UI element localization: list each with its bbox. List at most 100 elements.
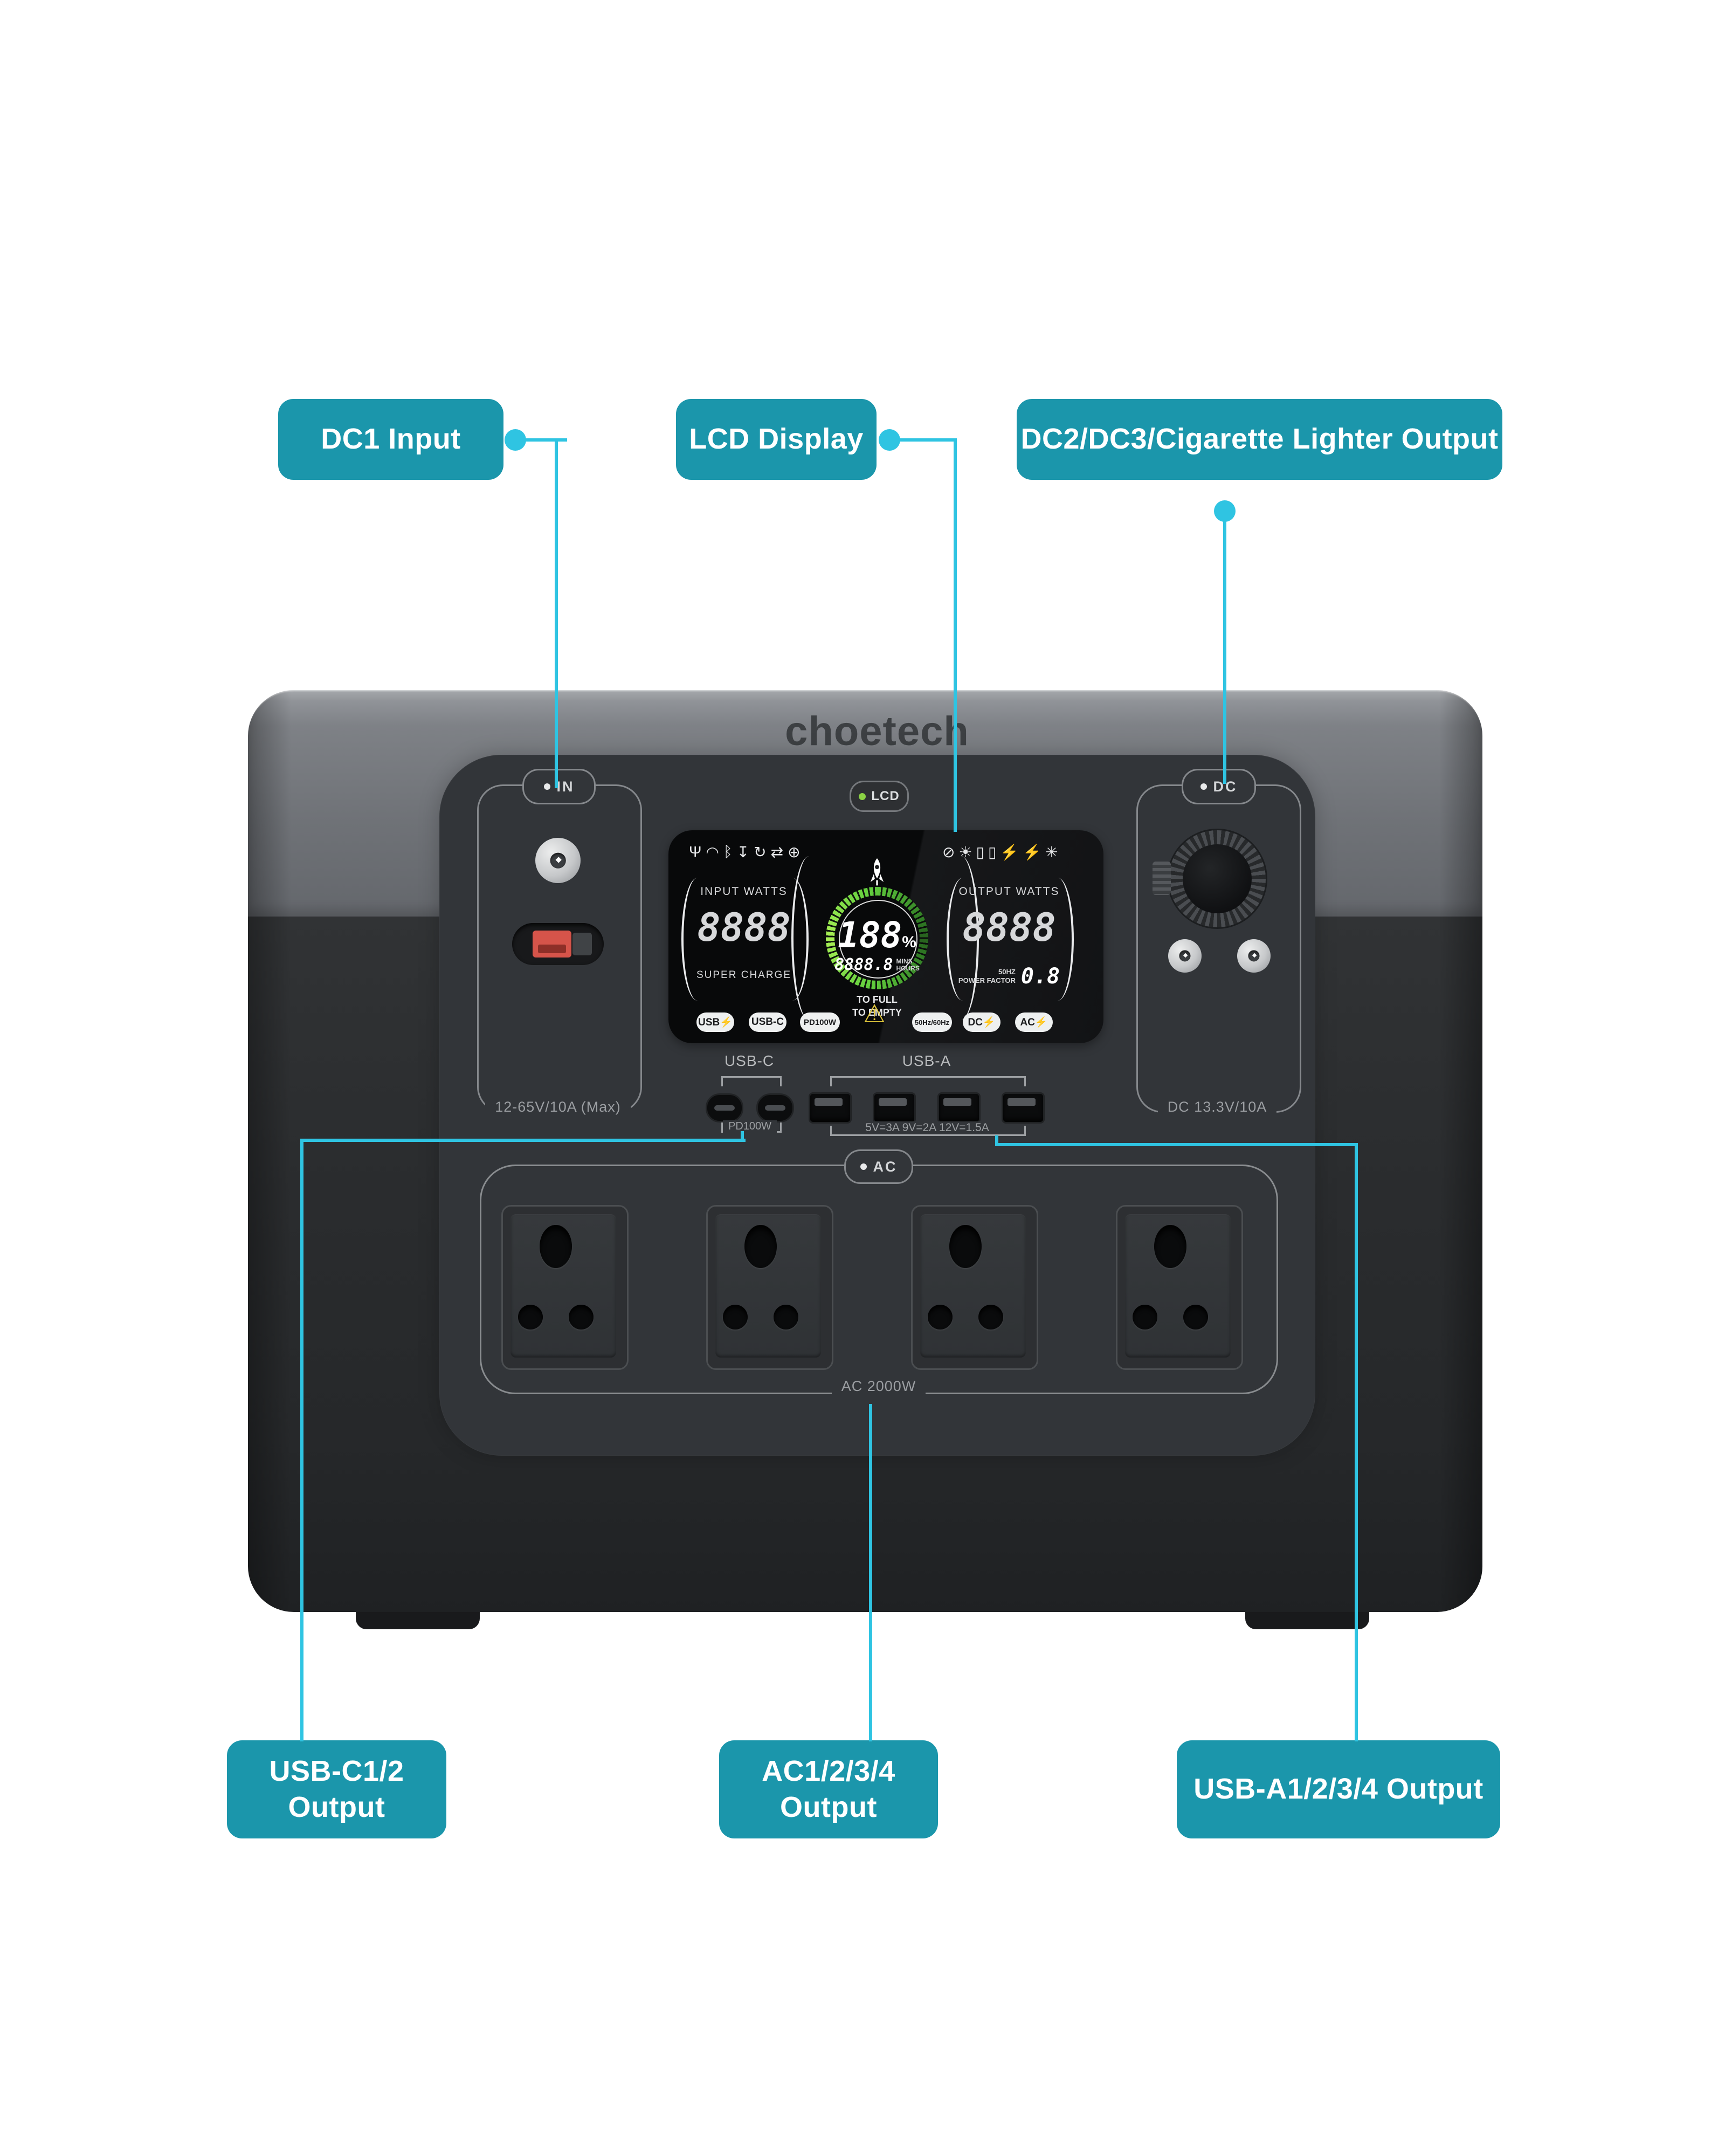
dc3-barrel-port[interactable] <box>1237 939 1271 973</box>
cigarette-lighter-socket[interactable] <box>1169 830 1266 927</box>
callout-ac-output-line1: AC1/2/3/4 <box>762 1754 895 1787</box>
charge1-icon: ⚡ <box>1000 843 1019 860</box>
usb-a-port-2[interactable] <box>873 1092 916 1124</box>
mode-pill-pd: PD100W <box>800 1012 840 1032</box>
bluetooth-icon: ᛒ <box>723 843 733 860</box>
ac-outlet-2-live-hole <box>723 1305 748 1330</box>
transfer-icon: ⇄ <box>770 843 784 860</box>
mode-pill-freq: 50Hz/60Hz <box>912 1012 952 1032</box>
connector-line-dc1-v <box>555 440 558 788</box>
ac-outlet-3[interactable] <box>911 1205 1038 1370</box>
battery-runtime-units: MINS HOURS <box>896 958 920 972</box>
rocket-icon <box>870 858 884 886</box>
download-icon: ↧ <box>736 843 750 860</box>
input-indicator-badge: IN <box>522 769 596 804</box>
note-to-full: TO FULL <box>857 994 898 1005</box>
output-frequency: 50HZ <box>998 968 1016 976</box>
usb-c-spec-text: PD100W <box>722 1120 777 1133</box>
callout-ac-output: AC1/2/3/4 Output <box>719 1740 938 1838</box>
wifi-icon: ◠ <box>706 843 719 860</box>
callout-usb-c-output-line2: Output <box>288 1791 385 1823</box>
usb-a-port-3[interactable] <box>937 1092 981 1124</box>
dc2-barrel-port[interactable] <box>1168 939 1202 973</box>
xt60-connector-body <box>533 931 571 958</box>
input-watts-title: INPUT WATTS <box>700 885 788 898</box>
ac-outlet-2[interactable] <box>706 1205 833 1370</box>
connector-line-usbc-v <box>300 1139 303 1741</box>
ac-outlet-4-neutral-hole <box>1183 1305 1208 1330</box>
output-watts-value: 8888 <box>962 905 1056 950</box>
usb-c-section-label: USB-C <box>724 1052 775 1069</box>
connector-line-usba-stub <box>995 1135 998 1146</box>
connector-line-usba-h <box>997 1143 1358 1146</box>
lcd-button[interactable]: LCD <box>850 781 909 812</box>
usb-c-spec: PD100W <box>722 1120 777 1133</box>
runtime-unit-bottom: HOURS <box>896 964 920 972</box>
output-watts-title: OUTPUT WATTS <box>958 885 1060 898</box>
status-icons-right: ⊘ ☀ ▯ ▯ ⚡ ⚡ ✳ <box>942 841 1066 863</box>
usb-a-spec-text: 5V=3A 9V=2A 12V=1.5A <box>860 1121 995 1134</box>
dc1-barrel-jack[interactable] <box>535 838 581 883</box>
connector-line-lcd-v <box>954 440 957 832</box>
battery1-icon: ▯ <box>976 843 984 860</box>
usb-a-port-1-tongue <box>815 1098 843 1106</box>
output-gauge-bottom: 50HZ POWER FACTOR 0.8 <box>955 964 1063 989</box>
cigarette-lighter-socket-inner <box>1183 844 1252 913</box>
battery-gauge-arc-left <box>791 856 827 1020</box>
lcd-button-label: LCD <box>871 789 900 803</box>
mode-pill-dc: DC⚡ <box>963 1012 1000 1032</box>
callout-usb-c-output-line1: USB-C1/2 <box>269 1754 404 1787</box>
connector-line-ac-v <box>869 1404 872 1741</box>
brand-logo: choetech <box>785 708 969 754</box>
usb-a-port-1[interactable] <box>809 1092 852 1124</box>
output-freq-pf: 50HZ POWER FACTOR <box>958 968 1016 985</box>
battery-ring-gauge <box>826 887 928 989</box>
battery-ring-circle <box>839 900 917 979</box>
dc-output-spec: DC 13.3V/10A <box>1136 1099 1298 1122</box>
note-to-empty: TO EMPTY <box>852 1007 902 1018</box>
ac-outlet-4-earth-hole <box>1154 1225 1186 1268</box>
battery-percent-value: 188 <box>838 914 902 956</box>
ac-outlet-3-earth-hole <box>949 1225 982 1268</box>
ac-outlet-4[interactable] <box>1116 1205 1243 1370</box>
usb-c-port-1[interactable] <box>706 1093 743 1122</box>
ac-led-icon <box>860 1163 867 1170</box>
ac-indicator-badge: AC <box>844 1149 913 1184</box>
ac-outlet-1[interactable] <box>501 1205 629 1370</box>
signal-icon: Ψ <box>689 843 702 860</box>
ac-outlet-1-earth-hole <box>540 1225 572 1268</box>
ac-indicator-label: AC <box>873 1158 898 1175</box>
usb-a-port-4-tongue <box>1008 1098 1036 1106</box>
battery-notes: TO FULL TO EMPTY <box>837 993 917 1019</box>
ac-outlet-4-live-hole <box>1133 1305 1157 1330</box>
usb-a-bracket-top <box>830 1076 1026 1086</box>
power-factor-value: 0.8 <box>1020 964 1060 989</box>
callout-dc2-dc3-cigarette-lighter-output: DC2/DC3/Cigarette Lighter Output <box>1017 399 1502 480</box>
ac-outlet-1-neutral-hole <box>569 1305 594 1330</box>
usb-a-port-2-tongue <box>879 1098 907 1106</box>
input-gauge-subtitle: SUPER CHARGE <box>696 969 792 981</box>
ac-outlet-3-neutral-hole <box>978 1305 1003 1330</box>
output-gauge-arc-left <box>947 878 979 1001</box>
input-led-icon <box>543 783 550 790</box>
power-factor-label: POWER FACTOR <box>958 976 1016 984</box>
ac-spec-text: AC 2000W <box>831 1378 926 1395</box>
battery-percent: 188 % <box>837 914 917 956</box>
battery-percent-unit: % <box>902 933 916 951</box>
mode-pill-usb: USB⚡ <box>696 1012 734 1032</box>
xt60-connector-latch <box>572 933 592 955</box>
ac-spec: AC 2000W <box>798 1378 960 1402</box>
usb-a-port-4[interactable] <box>1002 1092 1045 1124</box>
usb-c-port-2[interactable] <box>756 1093 794 1122</box>
usb-a-spec: 5V=3A 9V=2A 12V=1.5A <box>841 1121 1013 1134</box>
usb-a-bracket-bottom <box>830 1126 1026 1136</box>
output-gauge-arc-right <box>1041 878 1074 1001</box>
usb-c-port-2-slot <box>765 1105 785 1111</box>
xt60-input-connector[interactable] <box>512 923 604 965</box>
usb-a-section-label: USB-A <box>902 1052 951 1069</box>
cigarette-lighter-tab <box>1153 862 1171 895</box>
usb-a-port-3-tongue <box>943 1098 971 1106</box>
callout-dc1-input: DC1 Input <box>278 399 503 480</box>
callout-usb-a-output: USB-A1/2/3/4 Output <box>1177 1740 1500 1838</box>
